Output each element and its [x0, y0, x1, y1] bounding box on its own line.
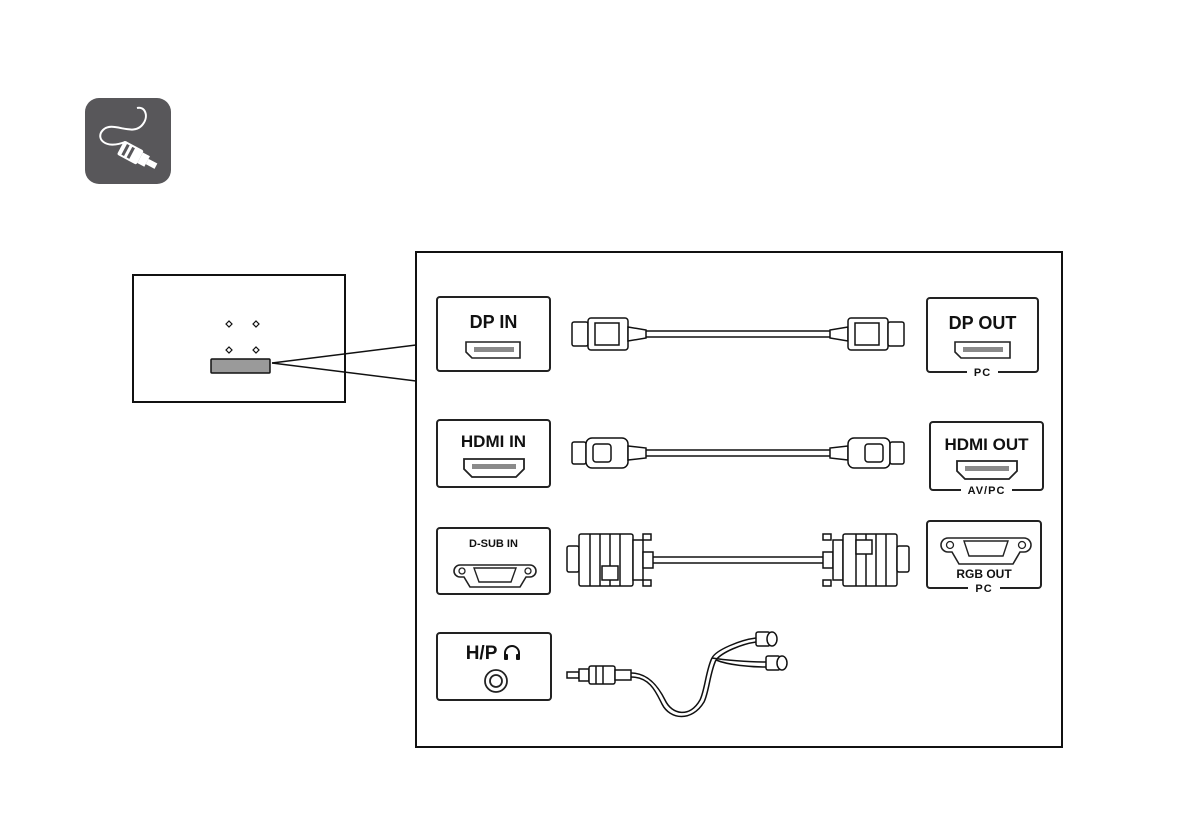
headphone-cable — [0, 0, 1191, 839]
